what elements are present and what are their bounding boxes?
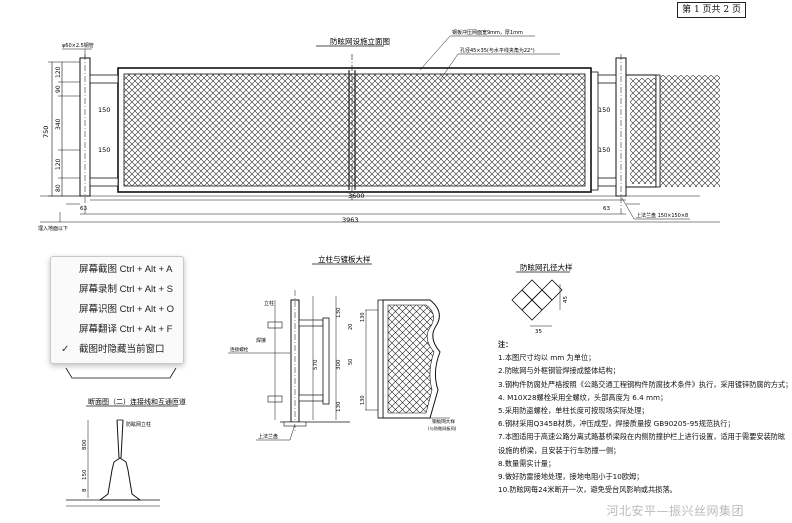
svg-text:孔径45×35(与水平线夹角为22°): 孔径45×35(与水平线夹角为22°) [460, 47, 535, 54]
svg-text:130: 130 [336, 401, 342, 412]
note-line: 8.数量需实计量； [498, 458, 556, 468]
svg-text:150: 150 [598, 146, 610, 154]
checkmark-icon: ✓ [61, 344, 70, 355]
svg-text:钢板网大样: 钢板网大样 [432, 418, 455, 425]
svg-text:(与防眩网板同): (与防眩网板同) [428, 425, 457, 432]
svg-text:50: 50 [348, 359, 354, 365]
svg-text:570: 570 [313, 359, 319, 370]
svg-text:3600: 3600 [348, 192, 365, 200]
svg-text:120: 120 [55, 158, 62, 170]
note-line: 2.防眩网与外框钢管焊接成整体结构； [498, 366, 620, 376]
svg-text:立柱: 立柱 [264, 300, 274, 307]
note-line: 7.本图适用于高速公路分离式路基桥梁段在内侧防撞护栏上进行设置，适用于需要安装防… [498, 432, 786, 442]
svg-text:130: 130 [336, 307, 342, 318]
menu-item-screenshot[interactable]: 屏幕截图 Ctrl + Alt + A [79, 264, 173, 275]
watermark: 河北安平—振兴丝网集团 [606, 504, 744, 518]
svg-text:130: 130 [360, 395, 366, 405]
svg-text:63: 63 [603, 206, 610, 212]
svg-text:45: 45 [563, 296, 569, 303]
svg-text:防眩网立柱: 防眩网立柱 [126, 421, 151, 428]
menu-item-screen-recognize[interactable]: 屏幕识图 Ctrl + Alt + O [79, 304, 175, 315]
svg-text:300: 300 [336, 359, 342, 370]
menu-item-hide-window[interactable]: ✓ 截图时隐藏当前窗口 [51, 341, 183, 359]
section-view: 断面图（二）连接线和互通匝道 800 150 8 防眩网立柱 [65, 367, 186, 507]
mesh-detail: 防眩网孔径大样 45 35 [511, 262, 573, 335]
svg-text:8: 8 [82, 488, 88, 492]
screenshot-context-menu: 屏幕截图 Ctrl + Alt + A 屏幕录制 Ctrl + Alt + S … [50, 256, 184, 364]
note-line: 9.做好防雷接地处理，接地电阻小于10欧姆； [498, 472, 644, 482]
note-line: 6.钢材采用Q345B材质，冲压成型，焊接质量按 GB90205-95规范执行； [498, 419, 735, 429]
svg-text:90: 90 [55, 85, 62, 93]
svg-text:防眩网孔径大样: 防眩网孔径大样 [520, 262, 573, 272]
svg-text:150: 150 [82, 469, 88, 480]
svg-text:20: 20 [348, 324, 354, 330]
svg-text:130: 130 [360, 312, 366, 322]
svg-text:连接螺栓: 连接螺栓 [230, 346, 249, 353]
note-line: 5.采用防盗螺栓，单柱长度可按现场实际处理； [498, 406, 649, 416]
svg-text:340: 340 [55, 118, 62, 130]
svg-text:埋入地面以下: 埋入地面以下 [38, 225, 68, 232]
svg-text:φ60×2.5钢管: φ60×2.5钢管 [62, 42, 94, 49]
notes-heading: 注： [498, 340, 513, 349]
svg-text:焊接: 焊接 [256, 337, 266, 344]
svg-text:断面图（二）连接线和互通匝道: 断面图（二）连接线和互通匝道 [88, 397, 186, 406]
note-line: 设施的桥梁，且安装于行车防撞一侧； [498, 445, 621, 455]
drawing-canvas: 防眩网设施立面图 150 150 150 150 [38, 29, 720, 507]
elevation-view: 防眩网设施立面图 150 150 150 150 [38, 29, 720, 232]
svg-text:钢板冲压网面宽9mm，厚1mm: 钢板冲压网面宽9mm，厚1mm [452, 29, 523, 36]
note-line: 10.防眩网每24米断开一次，避免受台风影响或共损落。 [498, 485, 677, 495]
svg-text:120: 120 [55, 66, 62, 78]
svg-text:上法兰盘 150×150×8: 上法兰盘 150×150×8 [636, 212, 688, 219]
svg-text:80: 80 [55, 184, 62, 192]
svg-text:63: 63 [80, 206, 87, 212]
drawing-notes: 注： 1.本图尺寸均以 mm 为单位； 2.防眩网与外框钢管焊接成整体结构； 3… [498, 338, 792, 496]
svg-text:800: 800 [82, 439, 88, 450]
post-detail: 立柱与镀板大样 570 130 300 130 20 50 焊接 连接螺栓 上法… [228, 254, 457, 441]
svg-text:150: 150 [98, 106, 110, 114]
svg-text:35: 35 [535, 329, 542, 335]
svg-text:上法兰盘: 上法兰盘 [258, 433, 278, 440]
svg-text:750: 750 [42, 126, 50, 138]
note-line: 3.钢构件防腐处严格按照《公路交通工程钢构件防腐技术条件》执行，采用镀锌防腐的方… [498, 379, 792, 389]
page-indicator: 第 1 页共 2 页 [677, 2, 746, 18]
svg-text:150: 150 [98, 146, 110, 154]
svg-text:立柱与镀板大样: 立柱与镀板大样 [318, 254, 371, 264]
menu-item-screen-record[interactable]: 屏幕录制 Ctrl + Alt + S [79, 284, 173, 295]
elevation-title: 防眩网设施立面图 [330, 36, 390, 46]
note-line: 1.本图尺寸均以 mm 为单位； [498, 353, 596, 363]
menu-item-screen-translate[interactable]: 屏幕翻译 Ctrl + Alt + F [79, 324, 173, 335]
note-line: 4. M10X28螺栓采用全螺纹，头部高度为 6.4 mm； [498, 392, 668, 402]
svg-text:3963: 3963 [342, 216, 359, 224]
svg-text:150: 150 [598, 106, 610, 114]
